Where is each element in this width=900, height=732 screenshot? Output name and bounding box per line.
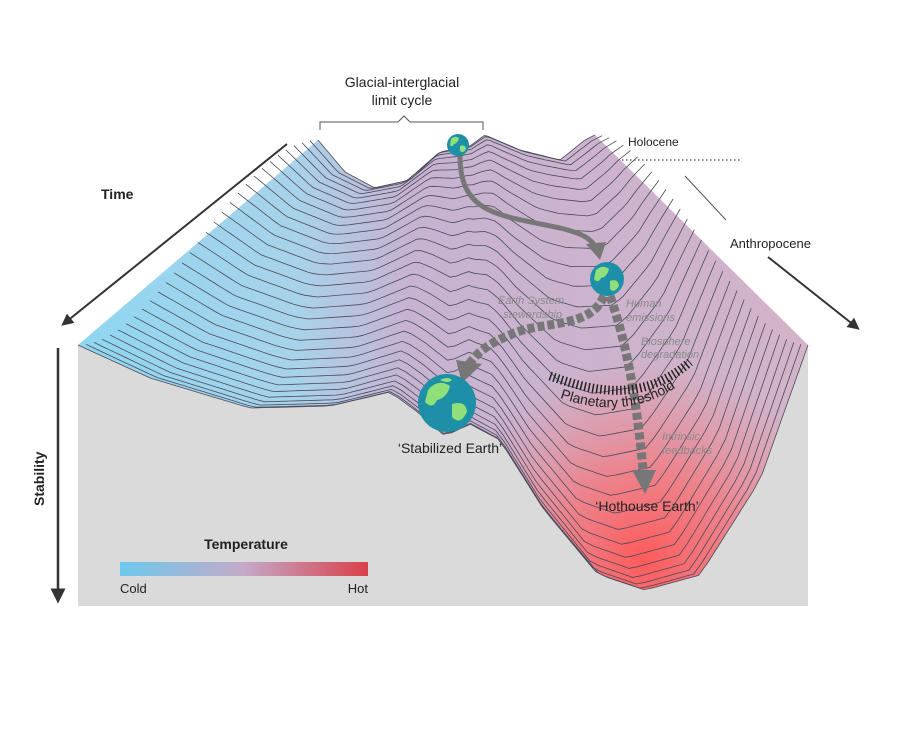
earth-globe-icon-stabilized <box>418 374 476 432</box>
time-axis-arrow <box>61 143 288 326</box>
legend-hot-label: Hot <box>348 581 369 596</box>
contour-line <box>277 150 631 204</box>
legend-title: Temperature <box>204 536 288 552</box>
planetary-threshold-marker <box>548 358 693 395</box>
contour-line <box>213 218 688 329</box>
contour-line <box>173 270 724 437</box>
anthropocene-label: Anthropocene <box>730 236 811 251</box>
temperature-legend: Temperature Cold Hot <box>120 536 368 596</box>
biosphere-annotation-2: degradation <box>641 349 699 361</box>
human-emissions-annotation-1: Human <box>626 298 661 310</box>
stewardship-annotation-1: Earth System <box>498 295 564 307</box>
holocene-path-arrowhead <box>586 242 606 260</box>
contour-line <box>181 260 717 416</box>
hothouse-arrowhead <box>632 470 656 494</box>
contour-line <box>237 189 667 267</box>
anthropocene-line-upper <box>684 175 727 221</box>
earth-globe-icon-holocene <box>447 134 469 156</box>
holocene-label: Holocene <box>628 135 679 149</box>
contour-line <box>285 144 624 199</box>
contour-line <box>261 163 645 218</box>
contour-line <box>197 239 702 372</box>
contour-line <box>77 344 809 591</box>
legend-cold-label: Cold <box>120 581 147 596</box>
hothouse-earth-label: ‘Hothouse Earth’ <box>595 498 699 514</box>
legend-gradient-bar <box>120 562 368 576</box>
hothouse-dashed-path <box>605 294 648 471</box>
earth-globe-icon-anthropocene <box>590 262 624 296</box>
contour-line <box>253 171 653 232</box>
contour-line <box>221 208 681 308</box>
contour-line <box>165 280 731 458</box>
stabilized-earth-label: ‘Stabilized Earth’ <box>398 440 502 456</box>
contour-line <box>85 343 802 589</box>
time-axis-label: Time <box>101 186 134 202</box>
anthropocene-arrow <box>767 256 860 330</box>
intrinsic-annotation-2: feedbacks <box>662 445 713 457</box>
human-emissions-annotation-2: emissions <box>626 312 675 324</box>
stewardship-annotation-2: stewardship <box>503 309 562 321</box>
contour-line <box>269 156 638 211</box>
stability-axis-label: Stability <box>31 451 47 506</box>
limit-cycle-title-line1: Glacial-interglacial <box>345 74 459 90</box>
holocene-to-anthropocene-path <box>457 155 599 250</box>
limit-cycle-brace <box>319 115 484 130</box>
stewardship-arrowhead <box>456 360 482 383</box>
contour-line <box>293 140 617 195</box>
contour-line <box>189 250 709 394</box>
limit-cycle-title-line2: limit cycle <box>372 92 433 108</box>
landscape-hot-region <box>78 135 808 590</box>
intrinsic-annotation-1: Intrinsic <box>662 431 700 443</box>
biosphere-annotation-1: Biosphere <box>641 336 691 348</box>
contour-line <box>205 229 695 351</box>
stewardship-dashed-path <box>464 293 609 369</box>
